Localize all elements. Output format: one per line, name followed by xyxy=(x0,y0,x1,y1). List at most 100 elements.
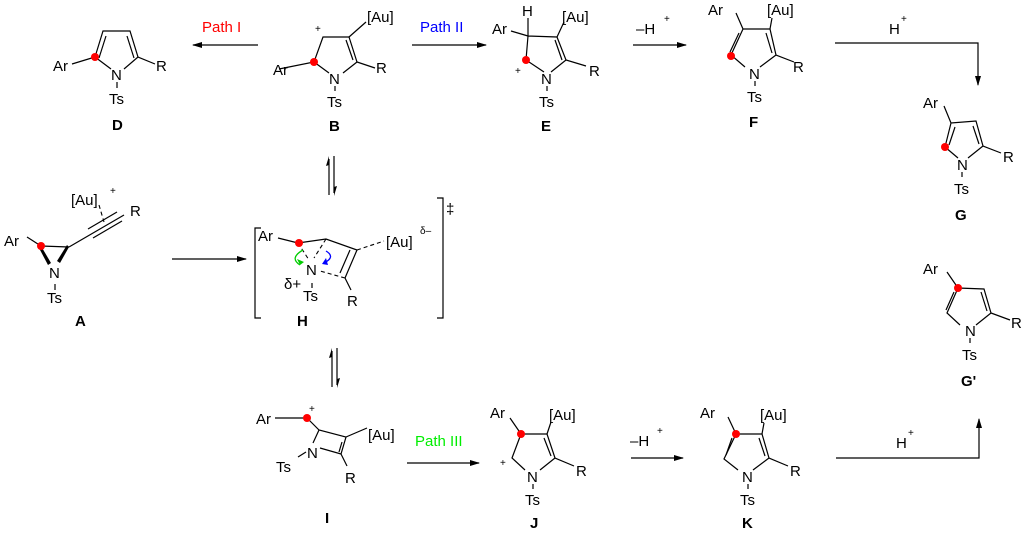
right-bracket xyxy=(437,197,444,319)
reagent-minus-h: –H xyxy=(636,21,655,38)
marker-dot xyxy=(941,143,949,151)
atom-au: [Au] xyxy=(71,192,98,209)
compound-I: + Ar [Au] N Ts R I xyxy=(256,404,395,527)
atom-r: R xyxy=(1003,149,1014,166)
atom-n: N xyxy=(111,67,122,84)
marker-dot xyxy=(522,56,530,64)
compound-label-A: A xyxy=(75,313,86,330)
atom-ar: Ar xyxy=(708,2,723,19)
atom-au: [Au] xyxy=(767,2,794,19)
path-1-label: Path I xyxy=(202,19,241,36)
atom-ar: Ar xyxy=(258,228,273,245)
atom-n: N xyxy=(329,71,340,88)
compound-G-prime: Ar R N Ts G' xyxy=(923,261,1022,390)
atom-au: [Au] xyxy=(562,9,589,26)
charge-plus: + xyxy=(315,24,321,35)
atom-n: N xyxy=(965,323,976,340)
atom-au: [Au] xyxy=(549,407,576,424)
atom-n: N xyxy=(49,265,60,282)
atom-ts: Ts xyxy=(327,94,342,111)
atom-r: R xyxy=(1011,315,1022,332)
compound-label-D: D xyxy=(112,117,123,134)
double-dagger: ‡ xyxy=(446,201,454,218)
compound-label-B: B xyxy=(329,118,340,135)
atom-r: R xyxy=(790,463,801,480)
compound-H: ‡ Ar [Au] δ– N δ+ Ts R H xyxy=(254,197,454,330)
atom-ts: Ts xyxy=(276,459,291,476)
atom-ar: Ar xyxy=(923,95,938,112)
protonation-arrow xyxy=(836,418,982,459)
atom-au: [Au] xyxy=(386,234,413,251)
compound-label-E: E xyxy=(541,118,551,135)
compound-D: Ar R N Ts D xyxy=(53,30,167,134)
path-2-label: Path II xyxy=(420,19,463,36)
compound-label-G: G xyxy=(955,207,967,224)
compound-J: Ar [Au] + R N Ts J xyxy=(490,405,587,532)
atom-ts: Ts xyxy=(303,288,318,305)
atom-ts: Ts xyxy=(954,181,969,198)
atom-ts: Ts xyxy=(525,492,540,509)
reagent-plus: + xyxy=(664,14,670,25)
delta-plus: δ+ xyxy=(284,276,301,293)
compound-label-K: K xyxy=(742,515,753,532)
atom-ar: Ar xyxy=(700,405,715,422)
charge-plus: + xyxy=(309,404,315,415)
charge-plus: + xyxy=(515,66,521,77)
compound-label-J: J xyxy=(530,515,538,532)
marker-dot xyxy=(517,430,525,438)
atom-r: R xyxy=(345,470,356,487)
charge-plus: + xyxy=(500,458,506,469)
atom-n: N xyxy=(527,469,538,486)
atom-r: R xyxy=(793,59,804,76)
atom-r: R xyxy=(576,463,587,480)
atom-n: N xyxy=(307,445,318,462)
compound-F: Ar [Au] R N Ts F xyxy=(708,2,804,131)
left-bracket xyxy=(254,227,261,319)
marker-dot xyxy=(37,242,45,250)
atom-ts: Ts xyxy=(747,89,762,106)
atom-ar: Ar xyxy=(4,233,19,250)
atom-ts: Ts xyxy=(962,347,977,364)
compound-K: Ar [Au] R N Ts K xyxy=(700,405,801,532)
equilibrium-arrow-H-I xyxy=(329,348,340,388)
compound-A: Ar [Au] + R N Ts A xyxy=(4,186,141,330)
marker-dot xyxy=(303,414,311,422)
atom-ar: Ar xyxy=(256,411,271,428)
atom-r: R xyxy=(130,203,141,220)
atom-ts: Ts xyxy=(539,94,554,111)
atom-r: R xyxy=(156,58,167,75)
atom-au: [Au] xyxy=(760,407,787,424)
atom-n: N xyxy=(306,262,317,279)
atom-au: [Au] xyxy=(367,9,394,26)
atom-ts: Ts xyxy=(47,290,62,307)
compound-label-H: H xyxy=(297,313,308,330)
path-3-label: Path III xyxy=(415,433,463,450)
atom-ar: Ar xyxy=(273,62,288,79)
marker-dot xyxy=(295,239,303,247)
atom-ar: Ar xyxy=(923,261,938,278)
reagent-plus: + xyxy=(657,426,663,437)
atom-ts: Ts xyxy=(109,91,124,108)
atom-ar: Ar xyxy=(490,405,505,422)
protonation-arrow xyxy=(835,42,981,86)
atom-r: R xyxy=(347,293,358,310)
reagent-plus-h: H xyxy=(896,435,907,452)
atom-n: N xyxy=(742,469,753,486)
compound-E: H Ar [Au] R + N Ts E xyxy=(492,3,600,135)
compound-label-F: F xyxy=(749,114,758,131)
atom-h: H xyxy=(522,3,533,20)
compound-B: + Ar [Au] R N Ts B xyxy=(273,9,394,135)
delta-minus: δ– xyxy=(420,226,432,237)
atom-n: N xyxy=(541,71,552,88)
atom-ar: Ar xyxy=(492,21,507,38)
atom-ts: Ts xyxy=(740,492,755,509)
compound-label-I: I xyxy=(325,510,329,527)
marker-dot xyxy=(91,53,99,61)
compound-label-G-prime: G' xyxy=(961,373,976,390)
atom-ar: Ar xyxy=(53,58,68,75)
reagent-plus: + xyxy=(901,14,907,25)
marker-dot xyxy=(310,58,318,66)
equilibrium-arrow-B-H xyxy=(326,156,337,196)
marker-dot xyxy=(732,430,740,438)
